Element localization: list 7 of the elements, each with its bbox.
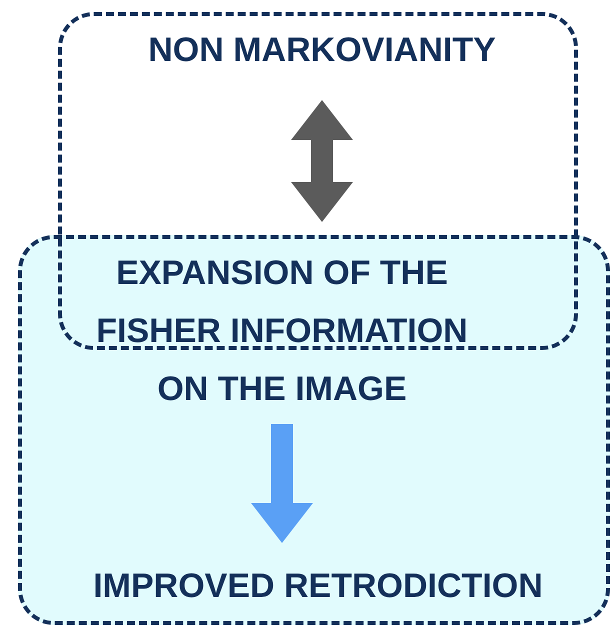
node-label: IMPROVED RETRODICTION <box>42 557 594 615</box>
arrow <box>251 424 313 543</box>
dashed-box <box>58 12 578 350</box>
node-label: EXPANSION OF THE FISHER INFORMATION ON THE IMAGE <box>82 244 482 418</box>
node-label: NON MARKOVIANITY <box>112 21 532 79</box>
double-arrow <box>291 100 353 222</box>
dashed-box <box>18 235 610 625</box>
